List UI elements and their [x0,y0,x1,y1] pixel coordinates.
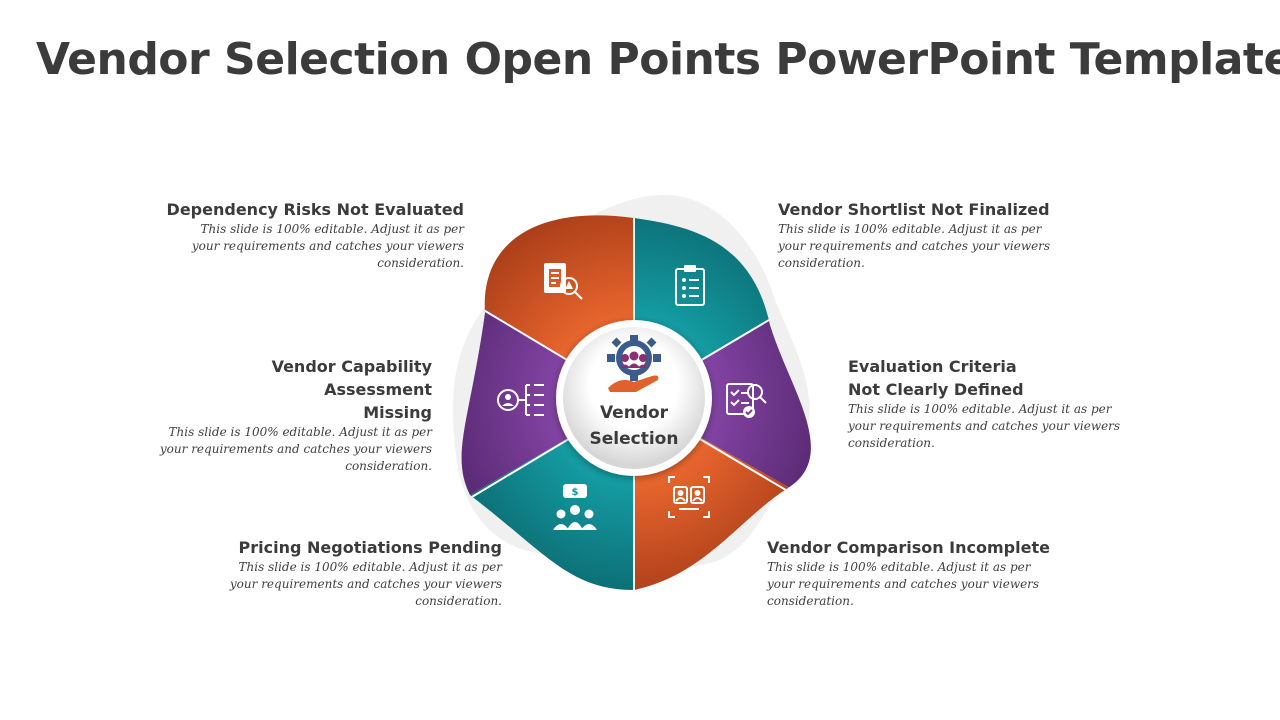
person-hierarchy-icon [497,384,544,416]
gear-people-hand-icon [607,335,661,392]
point-heading: Evaluation Criteria Not Clearly Defined [848,357,1024,399]
point-description: This slide is 100% editable. Adjust it a… [191,222,464,270]
point-description: This slide is 100% editable. Adjust it a… [229,560,502,608]
clipboard-list-icon [675,265,705,306]
point-description: This slide is 100% editable. Adjust it a… [767,560,1040,608]
point-heading: Vendor Shortlist Not Finalized [778,200,1050,219]
point-shortlist: Vendor Shortlist Not Finalized This slid… [778,198,1068,272]
negotiation-group-icon: $ [553,484,597,530]
point-criteria: Evaluation Criteria Not Clearly Defined … [848,355,1138,452]
center-label-line1: Vendor [600,403,669,423]
svg-text:$: $ [572,487,579,498]
point-capability: Vendor Capability Assessment Missing Thi… [132,355,432,475]
point-heading: Vendor Comparison Incomplete [767,538,1050,557]
segment-criteria[interactable] [634,240,900,520]
segment-dependency[interactable] [400,150,634,400]
checklist-search-icon [726,383,767,418]
point-pricing: Pricing Negotiations Pending This slide … [202,536,502,610]
point-comparison: Vendor Comparison Incomplete This slide … [767,536,1057,610]
compare-people-icon [668,476,710,518]
point-description: This slide is 100% editable. Adjust it a… [159,425,432,473]
point-description: This slide is 100% editable. Adjust it a… [848,402,1121,450]
point-heading: Dependency Risks Not Evaluated [166,200,464,219]
risk-report-icon [544,263,583,300]
point-dependency: Dependency Risks Not Evaluated This slid… [164,198,464,272]
slide-title: Vendor Selection Open Points PowerPoint … [36,34,1280,85]
point-description: This slide is 100% editable. Adjust it a… [778,222,1051,270]
point-heading: Pricing Negotiations Pending [238,538,502,557]
center-label-line2: Selection [590,429,679,449]
point-heading: Vendor Capability Assessment Missing [271,357,432,422]
center-circle[interactable] [563,327,705,469]
